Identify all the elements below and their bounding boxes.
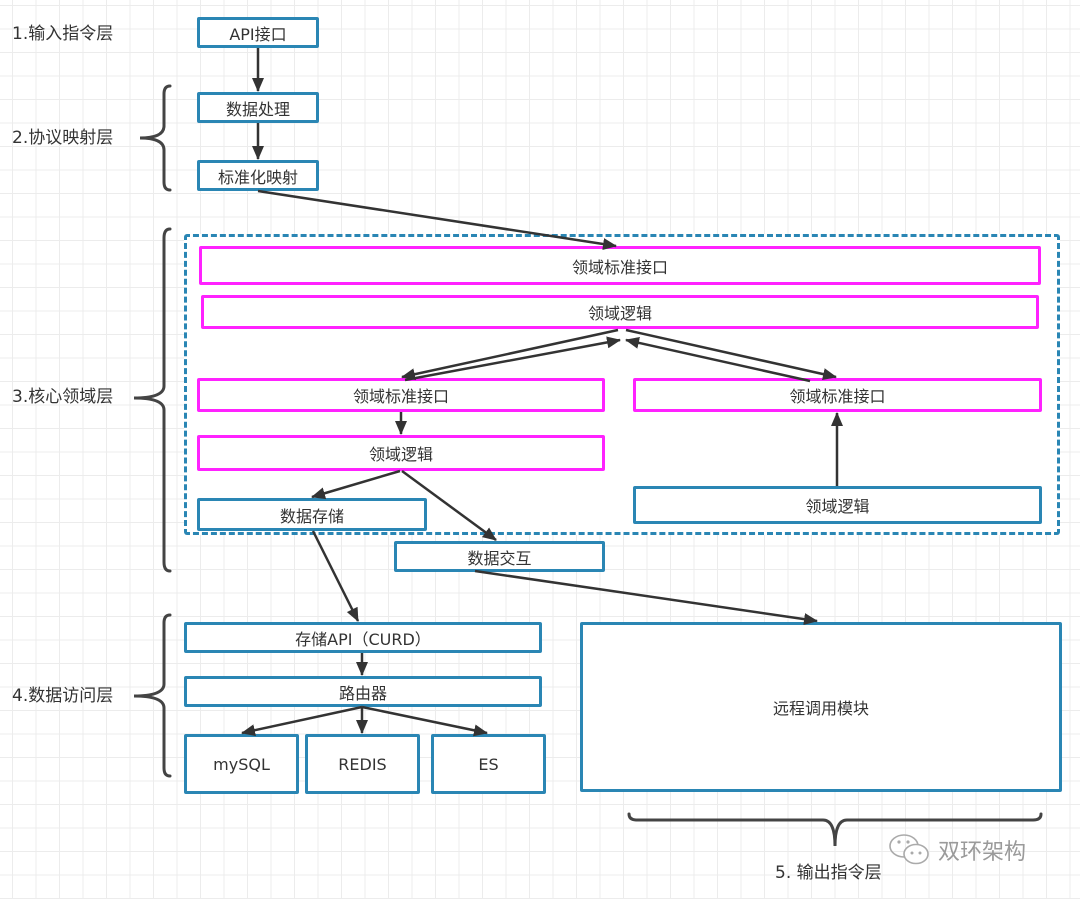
- api-interface-box[interactable]: API接口: [197, 17, 319, 48]
- layer-label-protocol: 2.协议映射层: [12, 128, 114, 148]
- domain-standard-interface-right[interactable]: 领域标准接口: [633, 378, 1042, 412]
- domain-standard-interface-top[interactable]: 领域标准接口: [199, 246, 1041, 285]
- brace-core-layer: [133, 227, 172, 573]
- layer-label-core: 3.核心领域层: [12, 387, 114, 407]
- arrow-exchange-to-remote: [474, 569, 818, 626]
- layer-label-output: 5. 输出指令层: [775, 863, 882, 883]
- arrow-router-to-es: [361, 705, 488, 737]
- storage-api-box[interactable]: 存储API（CURD）: [184, 622, 542, 653]
- watermark: 双环架构: [888, 832, 1026, 868]
- router-box[interactable]: 路由器: [184, 676, 542, 707]
- brace-data-access-layer: [133, 613, 172, 778]
- redis-box[interactable]: REDIS: [305, 734, 420, 794]
- domain-logic-top[interactable]: 领域逻辑: [201, 295, 1039, 329]
- es-box[interactable]: ES: [431, 734, 546, 794]
- data-storage-box[interactable]: 数据存储: [197, 498, 427, 531]
- mysql-box[interactable]: mySQL: [184, 734, 299, 794]
- domain-standard-interface-left[interactable]: 领域标准接口: [197, 378, 605, 412]
- domain-logic-right[interactable]: 领域逻辑: [633, 486, 1042, 524]
- standard-mapping-box[interactable]: 标准化映射: [197, 160, 319, 191]
- domain-logic-left[interactable]: 领域逻辑: [197, 435, 605, 471]
- wechat-icon: [889, 834, 929, 865]
- remote-call-module-box[interactable]: 远程调用模块: [580, 622, 1062, 792]
- data-processing-box[interactable]: 数据处理: [197, 92, 319, 123]
- arrow-router-to-mysql: [241, 705, 363, 737]
- arrow-storage-to-storage-api: [311, 530, 360, 622]
- watermark-text: 双环架构: [938, 840, 1027, 865]
- layer-label-data-access: 4.数据访问层: [12, 686, 114, 706]
- data-exchange-box[interactable]: 数据交互: [394, 541, 605, 572]
- brace-protocol-layer: [139, 84, 172, 192]
- layer-label-input: 1.输入指令层: [12, 24, 114, 44]
